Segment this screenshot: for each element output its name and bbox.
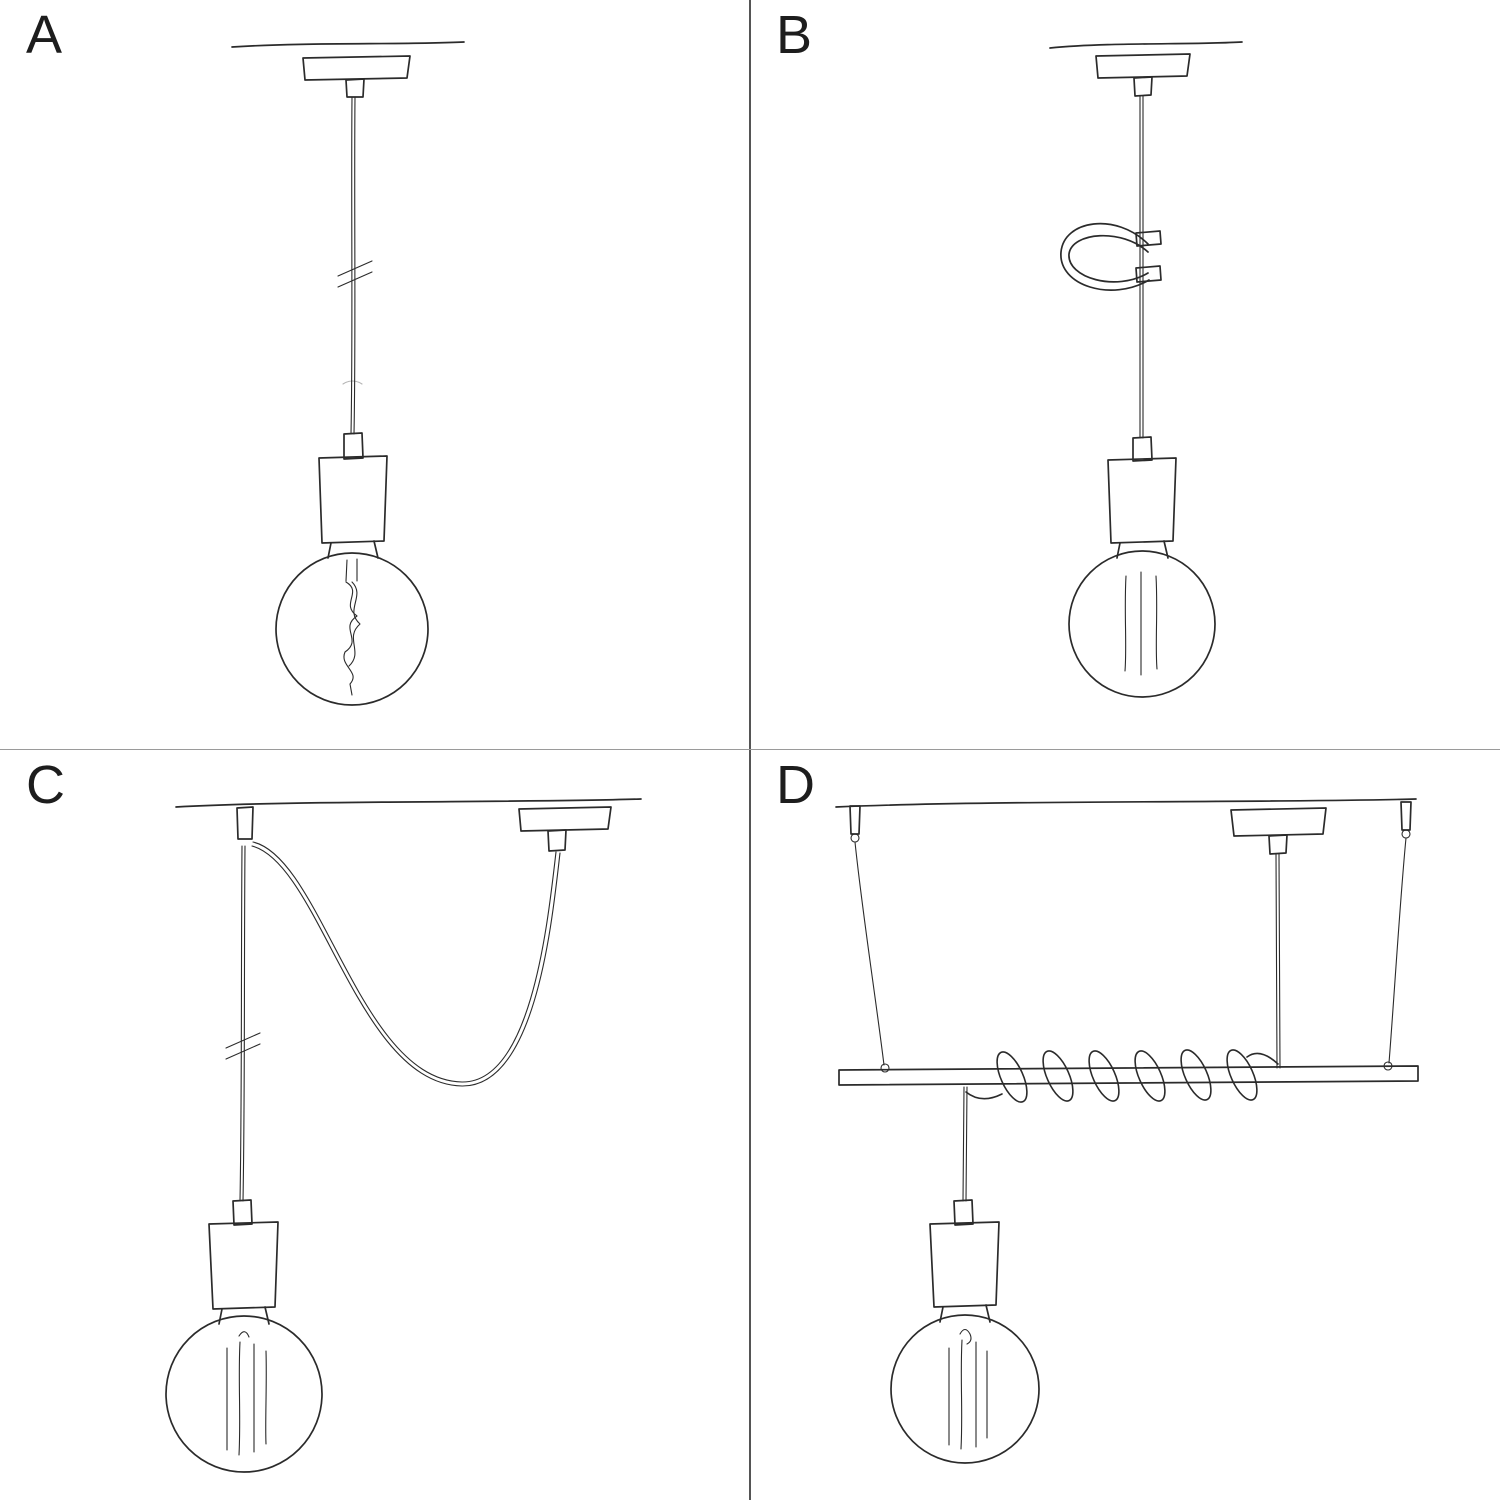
lamp-holder bbox=[929, 1199, 1000, 1308]
ceiling-line bbox=[231, 41, 465, 48]
cable-loop-clip bbox=[1060, 222, 1162, 291]
bulb-filament bbox=[343, 558, 361, 696]
wooden-lath bbox=[838, 1065, 1419, 1086]
light-bulb bbox=[1068, 540, 1216, 698]
ceiling-rose bbox=[1230, 807, 1327, 855]
bulb-filament bbox=[1124, 571, 1158, 676]
ceiling-line bbox=[835, 798, 1417, 808]
light-bulb bbox=[165, 1306, 323, 1473]
cable-cut-marks bbox=[225, 1032, 261, 1060]
ceiling-rose bbox=[1095, 53, 1191, 97]
horizontal-divider bbox=[0, 749, 1500, 750]
pendant-cable bbox=[342, 96, 363, 435]
lamp-holder bbox=[1107, 436, 1177, 544]
suspension-wires bbox=[854, 837, 1407, 1073]
swag-cable bbox=[251, 841, 561, 1087]
panel-c: C bbox=[0, 750, 750, 1500]
lamp-holder bbox=[318, 432, 388, 544]
decentralizer-pin bbox=[236, 806, 254, 840]
ceiling-rose bbox=[302, 55, 411, 98]
drop-cable-from-rose bbox=[1275, 853, 1281, 1069]
pendant-cable bbox=[239, 845, 246, 1202]
panel-d-label: D bbox=[776, 755, 816, 815]
bulb-filament bbox=[226, 1331, 267, 1456]
bulb-filament bbox=[948, 1328, 988, 1450]
vertical-divider bbox=[749, 0, 751, 1500]
pendant-cable bbox=[962, 1086, 968, 1202]
pendant-cable bbox=[1139, 95, 1144, 439]
ceiling-line bbox=[1049, 41, 1243, 49]
lamp-holder bbox=[208, 1199, 279, 1310]
pendant-sketch-a bbox=[231, 41, 465, 706]
pendant-sketch-c bbox=[165, 798, 642, 1473]
panel-d: D bbox=[750, 750, 1500, 1500]
ceiling-rose bbox=[518, 806, 612, 852]
panel-a-label: A bbox=[26, 5, 64, 65]
cable-cut-marks bbox=[337, 260, 373, 288]
cable-coils-around-lath bbox=[965, 1049, 1279, 1103]
light-bulb bbox=[890, 1304, 1040, 1464]
panel-b: B bbox=[750, 0, 1500, 750]
panel-a: A bbox=[0, 0, 750, 750]
right-ceiling-hook bbox=[1400, 801, 1412, 839]
left-ceiling-hook bbox=[849, 805, 861, 843]
panel-b-label: B bbox=[776, 5, 814, 65]
panel-c-label: C bbox=[26, 755, 66, 815]
pendant-sketch-b bbox=[1049, 41, 1243, 698]
pendant-sketch-d bbox=[835, 798, 1419, 1464]
light-bulb bbox=[275, 540, 429, 706]
ceiling-line bbox=[175, 798, 642, 808]
